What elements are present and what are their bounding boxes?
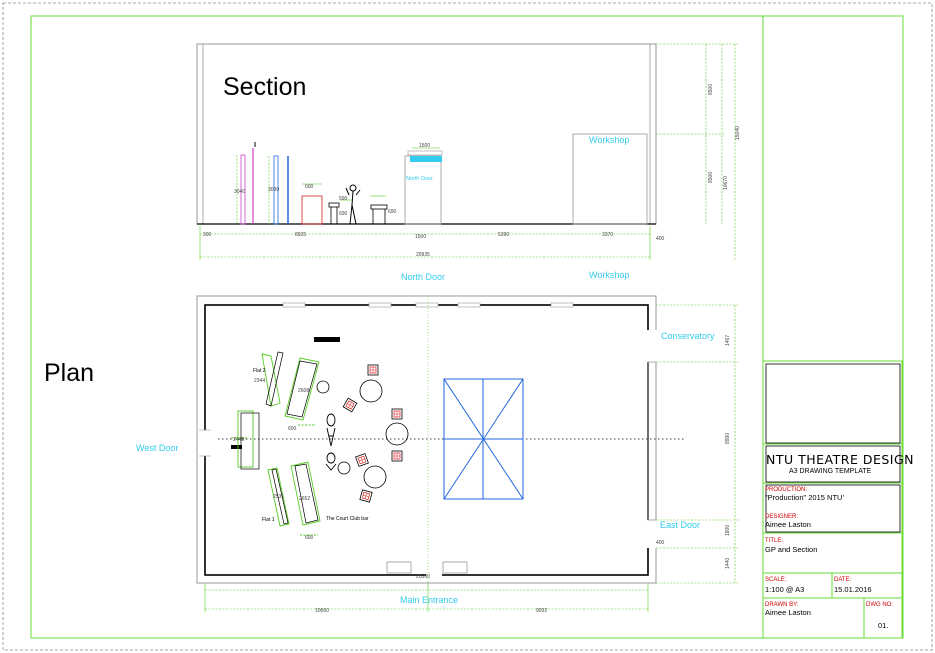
drawing-frame [30, 15, 904, 639]
section-height-1: 3040 [234, 189, 245, 195]
section-left-wall [196, 43, 204, 225]
plan-right-dim-4: 1440 [725, 558, 731, 569]
section-workshop-opening [572, 133, 648, 225]
title-block-title: NTU THEATRE DESIGN [766, 452, 914, 467]
drawn-by-value: Aimee Laston [765, 608, 811, 617]
plan-flat-dim-1: 2344 [254, 378, 265, 384]
plan-flat-dim-7: 600 [305, 535, 314, 541]
drawn-by-heading: DRAWN BY: [765, 602, 799, 608]
title-block-subtitle: A3 DRAWING TEMPLATE [789, 468, 872, 475]
plan-table-2 [385, 422, 409, 446]
title-value: GP and Section [765, 545, 817, 554]
plan-black-marker-top [314, 337, 340, 342]
plan-north-door-label: North Door [401, 272, 445, 282]
section-dim-5: 3370 [602, 232, 613, 238]
section-dim-6: 400 [656, 236, 665, 242]
section-workshop-label: Workshop [589, 135, 629, 145]
section-height-2: 3030 [268, 187, 279, 193]
section-height-5: 590 [339, 196, 348, 202]
plan-stage-rostra [443, 378, 524, 500]
section-dim-3: 1500 [415, 234, 426, 240]
date-value: 15.01.2016 [834, 585, 872, 594]
plan-chairs [342, 364, 403, 503]
plan-inner-wall [204, 304, 649, 576]
plan-door-right [442, 561, 468, 574]
section-dim-2: 8925 [295, 232, 306, 238]
section-north-door-label: North Door [406, 176, 433, 182]
plan-door-left [386, 561, 412, 574]
plan-east-door-label: East Door [660, 520, 700, 530]
section-right-dim-4: 15040 [735, 126, 741, 140]
section-view [196, 43, 740, 260]
section-right-dim-2: 8500 [708, 172, 714, 183]
designer-value: Aimee Laston [765, 520, 811, 529]
title-block-inner-boxes [765, 363, 901, 533]
plan-black-marker-left [231, 445, 242, 449]
plan-flat1-label: Flat 1 [262, 517, 275, 523]
section-height-6: 690 [388, 209, 397, 215]
designer-heading: DESIGNER: [765, 514, 798, 520]
title-block [762, 360, 903, 639]
section-stool-1 [328, 202, 340, 208]
section-flat-2 [273, 155, 279, 225]
section-dim-4: 5390 [498, 232, 509, 238]
plan-flat-dim-2: 2608 [298, 388, 309, 394]
section-height-3: 600 [305, 184, 314, 190]
plan-flats [231, 351, 321, 536]
plan-table-1 [359, 379, 383, 403]
date-heading: DATE: [834, 577, 852, 583]
plan-workshop-label: Workshop [589, 270, 629, 280]
section-flat-1 [240, 154, 246, 225]
plan-bottom-dim-1: 10660 [315, 608, 329, 614]
section-height-4: 690 [339, 211, 348, 217]
title-heading: TITLE: [765, 538, 783, 544]
section-right-dim-1: 8500 [708, 84, 714, 95]
section-dim-1: 900 [203, 232, 212, 238]
plan-west-door-label: West Door [136, 443, 178, 453]
section-human-figure [345, 184, 361, 225]
section-view-label: Section [223, 73, 306, 101]
plan-conservatory-label: Conservatory [661, 331, 715, 341]
plan-human-figures [325, 413, 337, 471]
section-bar-counter [301, 195, 323, 225]
plan-outer-wall [196, 295, 657, 584]
production-heading: PRODUCTION: [765, 487, 807, 493]
plan-stool-1 [316, 380, 330, 394]
plan-flat-dim-3: 2440 [233, 437, 244, 443]
section-height-7: 1500 [419, 143, 430, 149]
section-dimension-lines [199, 43, 740, 260]
plan-east-wall [647, 361, 657, 521]
plan-bar-label: The Court Club bar [326, 516, 369, 522]
plan-table-3 [363, 465, 387, 489]
section-right-dim-3: 10670 [723, 176, 729, 190]
plan-tables [316, 379, 409, 489]
plan-bottom-dim-2: 9932 [536, 608, 547, 614]
plan-right-dim-3: 1800 [725, 525, 731, 536]
dwg-no-heading: DWG NO: [866, 602, 893, 608]
plan-flat-dim-6: 600 [288, 426, 297, 432]
section-north-door [404, 155, 442, 225]
plan-main-entrance-label: Main Entrance [400, 595, 458, 605]
plan-view-label: Plan [44, 359, 94, 387]
plan-right-dim-1: 1467 [725, 335, 731, 346]
plan-right-dim-5: 400 [656, 540, 665, 546]
plan-view [196, 295, 740, 612]
dwg-no-value: 01. [878, 621, 888, 630]
section-table [370, 204, 388, 210]
plan-flat-dim-4: 2531 [273, 494, 284, 500]
plan-dimension-lines [204, 304, 740, 612]
plan-bottom-dim-3: 20500 [416, 574, 430, 580]
section-right-wall [649, 43, 657, 225]
plan-flat-dim-5: 2652 [299, 496, 310, 502]
scale-heading: SCALE: [765, 577, 787, 583]
production-value: "Production" 2015 NTU' [765, 493, 844, 502]
section-door-lintel [410, 156, 442, 162]
plan-stool-2 [337, 461, 351, 475]
section-dim-total: 20935 [416, 252, 430, 258]
plan-right-dim-2: 8990 [725, 433, 731, 444]
plan-flat2-label: Flat 2 [253, 368, 266, 374]
scale-value: 1:100 @ A3 [765, 585, 804, 594]
